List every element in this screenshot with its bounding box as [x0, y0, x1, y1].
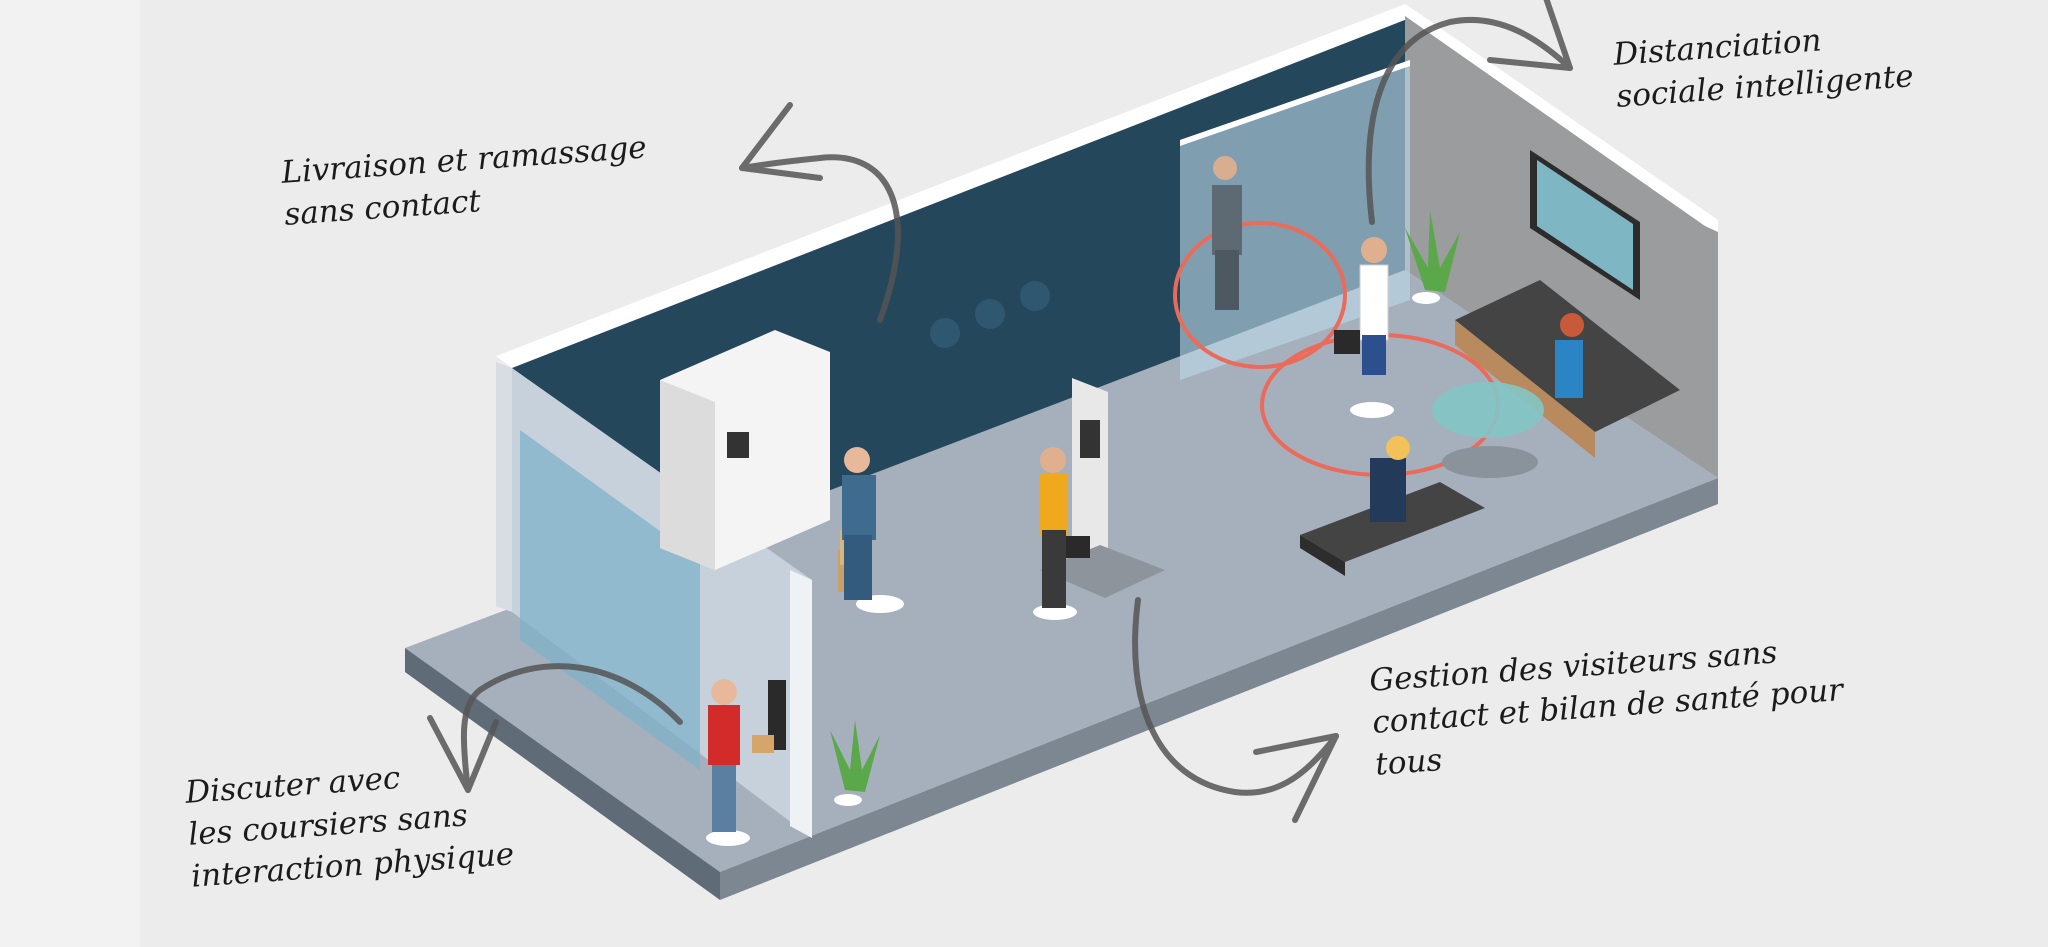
guard [1212, 156, 1242, 310]
arrow-distance [1365, 16, 1573, 225]
check-in-kiosk [1040, 378, 1165, 598]
callout-courier-chat: Discuter avec les coursiers sans interac… [184, 749, 516, 897]
visitor-white [1334, 237, 1394, 418]
arrow-visitors [1132, 597, 1339, 796]
arrow-couriers [460, 663, 683, 793]
delivery-worker [838, 447, 904, 613]
people [706, 156, 1584, 846]
visitor-laptop [1555, 313, 1584, 398]
background-strip [0, 0, 140, 947]
visitor-yellow [1033, 447, 1090, 620]
courier-red [706, 679, 774, 846]
callout-arrows [427, 0, 1573, 823]
parcel-lockers [660, 330, 830, 570]
intercom-panel [768, 680, 786, 750]
visitor-seated [1370, 436, 1410, 522]
arrow-delivery [739, 154, 901, 323]
potted-plants [830, 210, 1460, 806]
